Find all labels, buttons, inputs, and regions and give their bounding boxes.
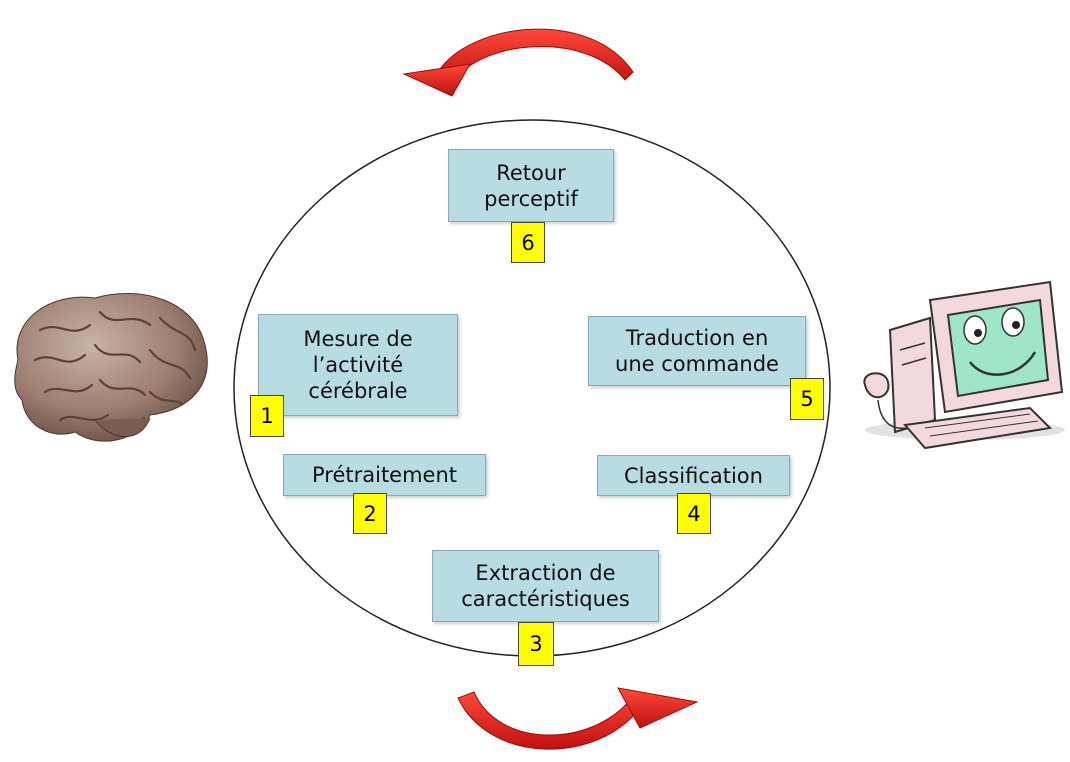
step-label-line: Classification [624, 463, 763, 488]
step-box-classification: Classification [597, 455, 790, 496]
step-box-pretraitement: Prétraitement [283, 454, 486, 496]
step-label-line: Extraction de [475, 561, 616, 585]
step-box-traduction-commande: Traduction en une commande [588, 316, 806, 386]
step-number-badge: 5 [790, 378, 824, 420]
step-box-extraction-caracteristiques: Extraction de caractéristiques [432, 550, 659, 622]
curved-arrow-icon [402, 28, 634, 97]
step-number-badge: 2 [353, 493, 387, 534]
step-number-badge: 3 [518, 622, 554, 666]
brain-icon [14, 292, 208, 442]
step-label-line: Prétraitement [311, 463, 458, 487]
step-number-badge: 6 [511, 222, 545, 263]
step-label-line: cérébrale [308, 379, 408, 403]
step-box-retour-perceptif: Retour perceptif [448, 149, 614, 222]
computer-mascot-icon [863, 280, 1065, 450]
step-label-line: caractéristiques [461, 587, 630, 611]
step-number-badge: 1 [250, 395, 284, 437]
curved-arrow-icon [457, 687, 699, 750]
step-label-line: perceptif [484, 186, 578, 211]
step-number-badge: 4 [677, 493, 711, 534]
step-label-line: Retour [496, 160, 566, 185]
step-box-mesure-activite: Mesure de l’activité cérébrale [258, 314, 458, 416]
step-label-line: une commande [615, 352, 779, 376]
step-label-line: l’activité [312, 353, 404, 377]
step-label-line: Mesure de [303, 327, 413, 351]
step-label-line: Traduction en [625, 326, 769, 350]
